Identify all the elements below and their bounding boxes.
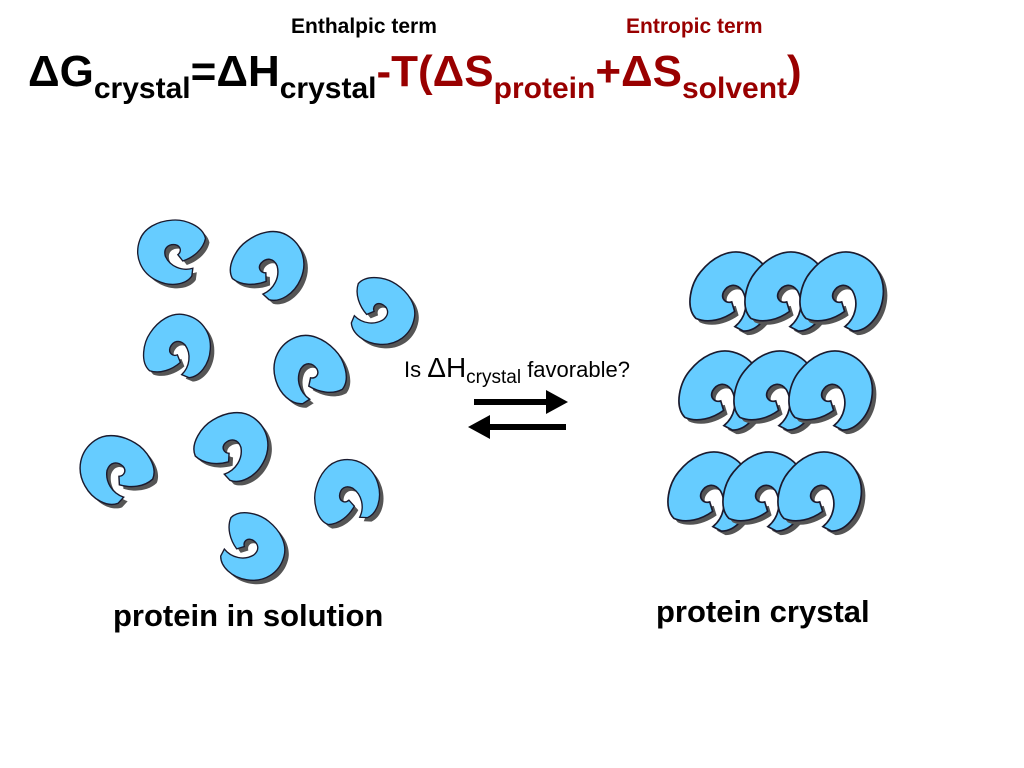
h-subscript: crystal (466, 367, 522, 388)
g-subscript: crystal (93, 72, 191, 105)
protein-molecule (347, 273, 425, 354)
solution-caption: protein in solution (113, 598, 384, 633)
delta-symbol: Δ (621, 47, 653, 96)
crystal-caption: protein crystal (656, 594, 870, 629)
delta-symbol: Δ (216, 47, 248, 96)
delta-symbol: Δ (427, 352, 446, 383)
s-protein-subscript: protein (493, 72, 596, 105)
s-solvent-subscript: solvent (682, 72, 788, 105)
protein-molecule (139, 308, 220, 385)
protein-molecule (186, 396, 286, 495)
gibbs-equation: ΔGcrystal=ΔHcrystal-T(ΔSprotein+ΔSsolven… (28, 50, 802, 104)
protein-molecule (215, 507, 297, 592)
entropic-part: -T(ΔSprotein+ΔSsolvent) (376, 47, 802, 104)
enthalpic-term-label: Enthalpic term (291, 15, 437, 38)
protein-molecule (307, 453, 388, 531)
forward-arrow-head (546, 390, 568, 414)
solution-proteins (65, 208, 425, 592)
close-paren: ) (787, 47, 802, 96)
delta-symbol: Δ (28, 47, 60, 96)
h-symbol: H (445, 352, 467, 383)
protein-molecule (128, 208, 213, 296)
protein-molecule (223, 216, 321, 313)
protein-molecule (263, 324, 356, 414)
question-favorable: favorable? (521, 357, 630, 382)
g-symbol: G (59, 47, 94, 96)
equals-sign: = (190, 47, 217, 96)
delta-symbol: Δ (432, 47, 465, 96)
reverse-arrow-head (468, 415, 490, 439)
h-symbol: H (247, 47, 280, 96)
crystal-lattice (661, 241, 897, 541)
protein-molecule (65, 419, 165, 518)
entropic-term-label: Entropic term (626, 15, 763, 38)
s-symbol: S (464, 47, 494, 96)
t-symbol: T( (391, 47, 433, 96)
equilibrium-arrows (468, 390, 568, 439)
enthalpy-question: Is ΔHcrystal favorable? (404, 352, 630, 389)
h-subscript: crystal (279, 72, 377, 105)
question-is: Is (404, 357, 428, 382)
plus-sign: + (595, 47, 622, 96)
minus-sign: - (376, 47, 392, 96)
s-symbol: S (652, 47, 682, 96)
